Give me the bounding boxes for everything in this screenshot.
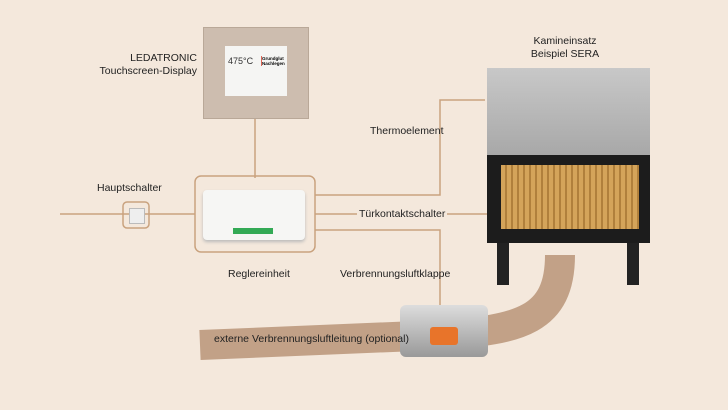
- main-switch-label: Hauptschalter: [97, 182, 162, 194]
- temperature-readout: 475°C: [228, 56, 254, 66]
- main-switch[interactable]: [129, 208, 145, 224]
- touch-display[interactable]: 475°C Grundglut Nachlegen: [203, 27, 309, 119]
- air-flap[interactable]: [400, 305, 488, 357]
- flap-label: Verbrennungsluftklappe: [340, 268, 451, 280]
- fireplace: [487, 68, 650, 290]
- controller-box: [203, 190, 305, 240]
- fireplace-label: Kamineinsatz Beispiel SERA: [530, 35, 600, 60]
- switch-frame: [122, 201, 150, 229]
- controller-label: Reglereinheit: [228, 268, 290, 280]
- duct-label: externe Verbrennungsluftleitung (optiona…: [214, 333, 409, 345]
- display-screen: 475°C Grundglut Nachlegen: [225, 46, 287, 96]
- status-text: Grundglut Nachlegen: [261, 56, 288, 66]
- cable-lines: [60, 99, 488, 305]
- controller-frame: [194, 175, 316, 253]
- display-label: LEDATRONIC Touchscreen-Display: [99, 52, 197, 77]
- door-switch-label: Türkontaktschalter: [357, 208, 448, 221]
- thermo-label: Thermoelement: [370, 125, 444, 137]
